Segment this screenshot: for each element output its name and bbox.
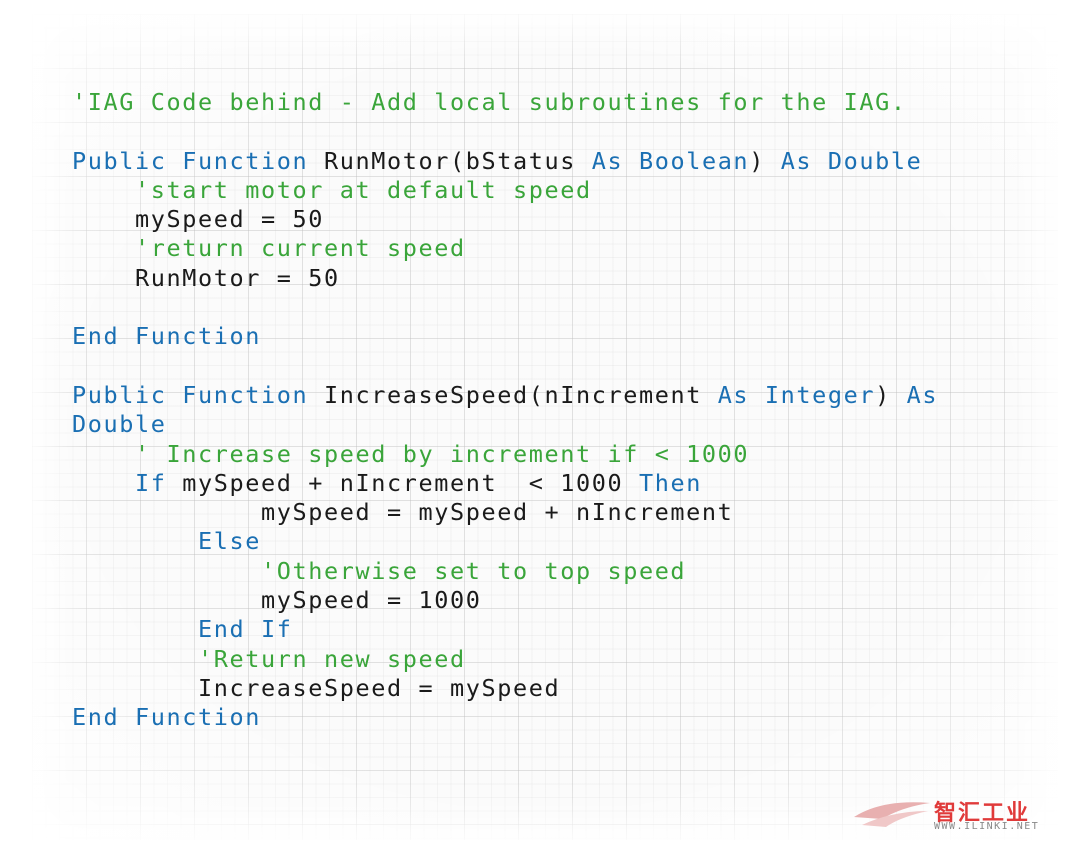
code-text: ): [875, 380, 907, 409]
code-line: mySpeed = 1000: [72, 586, 938, 615]
code-text: [72, 527, 198, 555]
code-keyword: Double: [72, 410, 167, 439]
watermark: 智汇工业 WWW.ILINKI.NET: [852, 795, 1072, 837]
code-line: [72, 293, 938, 322]
code-keyword: Public Function: [72, 380, 309, 409]
code-line: 'start motor at default speed: [72, 176, 938, 205]
code-text: [72, 615, 198, 643]
code-keyword: End If: [198, 615, 293, 644]
code-comment: 'return current speed: [135, 234, 466, 263]
code-keyword: Then: [638, 468, 702, 497]
code-line: [72, 352, 938, 381]
code-line: 'Return new speed: [72, 645, 938, 674]
code-line: If mySpeed + nIncrement < 1000 Then: [72, 469, 938, 498]
code-text: RunMotor = 50: [72, 263, 340, 292]
code-text: mySpeed = mySpeed + nIncrement: [72, 498, 734, 527]
code-keyword: As: [906, 380, 939, 409]
code-line: Double: [72, 410, 938, 439]
code-line: IncreaseSpeed = mySpeed: [72, 674, 938, 703]
code-line: [72, 117, 938, 146]
code-line: ' Increase speed by increment if < 1000: [72, 440, 938, 469]
code-text: [72, 440, 135, 468]
code-keyword: As Boolean: [591, 146, 750, 175]
code-text: [72, 645, 198, 673]
code-text: mySpeed = 50: [72, 205, 324, 234]
code-comment: 'Otherwise set to top speed: [260, 556, 687, 585]
code-line: Else: [72, 527, 938, 556]
watermark-brand: 智汇工业: [934, 801, 1031, 826]
code-line: RunMotor = 50: [72, 264, 938, 293]
code-line: 'IAG Code behind - Add local subroutines…: [72, 88, 938, 117]
code-listing: 'IAG Code behind - Add local subroutines…: [72, 88, 938, 733]
code-keyword: As Double: [780, 146, 923, 175]
code-text: IncreaseSpeed(nIncrement: [308, 380, 718, 409]
code-keyword: End Function: [72, 703, 261, 732]
code-keyword: If: [135, 468, 167, 497]
code-line: End If: [72, 615, 938, 644]
code-text: IncreaseSpeed = mySpeed: [72, 673, 561, 702]
code-comment: ' Increase speed by increment if < 1000: [135, 439, 750, 468]
code-text: [72, 176, 135, 204]
code-line: mySpeed = 50: [72, 205, 938, 234]
code-text: mySpeed = 1000: [72, 586, 482, 615]
code-line: Public Function IncreaseSpeed(nIncrement…: [72, 381, 938, 410]
code-line: 'Otherwise set to top speed: [72, 557, 938, 586]
code-line: 'return current speed: [72, 234, 938, 263]
code-text: mySpeed + nIncrement < 1000: [166, 468, 639, 497]
grid-paper-background: [32, 14, 1058, 840]
code-text: [72, 234, 135, 262]
code-line: Public Function RunMotor(bStatus As Bool…: [72, 147, 938, 176]
brand-logo-icon: [854, 802, 930, 827]
code-comment: 'start motor at default speed: [135, 175, 592, 204]
code-comment: 'Return new speed: [198, 644, 466, 673]
code-keyword: As Integer: [717, 380, 876, 409]
code-text: ): [749, 146, 781, 175]
watermark-url: WWW.ILINKI.NET: [934, 821, 1040, 832]
code-text: [72, 557, 261, 585]
code-keyword: End Function: [72, 322, 261, 351]
code-text: RunMotor(bStatus: [308, 146, 592, 175]
code-line: mySpeed = mySpeed + nIncrement: [72, 498, 938, 527]
code-keyword: Public Function: [72, 146, 309, 175]
code-comment: 'IAG Code behind - Add local subroutines…: [72, 88, 907, 116]
code-text: [72, 469, 135, 497]
code-keyword: Else: [198, 527, 261, 556]
code-line: End Function: [72, 703, 938, 732]
code-line: End Function: [72, 322, 938, 351]
